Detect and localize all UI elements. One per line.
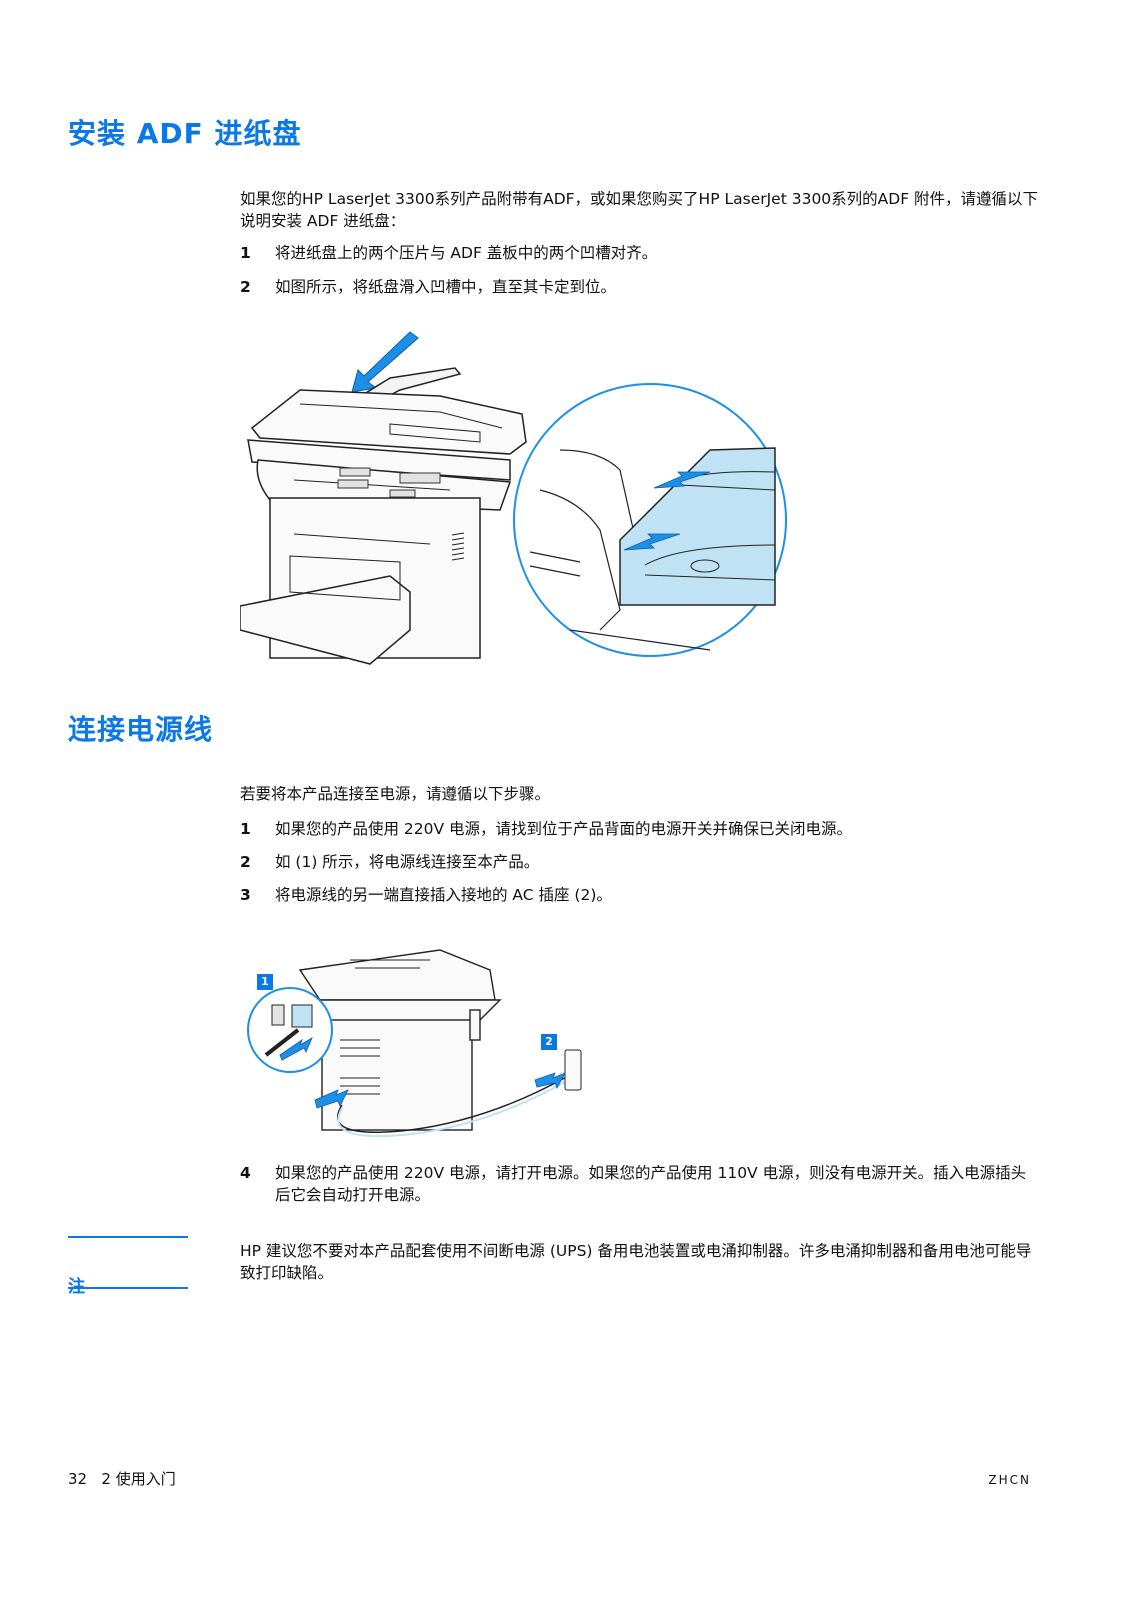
power-socket bbox=[291, 1004, 313, 1028]
step-number: 2 bbox=[240, 853, 251, 871]
step-number: 2 bbox=[240, 278, 251, 296]
adf-install-figure bbox=[240, 331, 787, 665]
section2-intro: 若要将本产品连接至电源，请遵循以下步骤。 bbox=[240, 785, 551, 803]
step-text: 将电源线的另一端直接插入接地的 AC 插座 (2)。 bbox=[275, 886, 612, 904]
step-text: 将进纸盘上的两个压片与 ADF 盖板中的两个凹槽对齐。 bbox=[275, 244, 658, 262]
outlet-arrow-icon bbox=[534, 1072, 566, 1089]
note-bottom-rule bbox=[68, 1287, 188, 1289]
callout-2: 2 bbox=[541, 1034, 557, 1050]
tab-arrow-icon bbox=[623, 533, 681, 551]
note-label: 注 bbox=[68, 1277, 85, 1297]
tab-arrow-icon bbox=[653, 471, 711, 489]
section2-step-4: 4 如果您的产品使用 220V 电源，请打开电源。如果您的产品使用 110V 电… bbox=[240, 1162, 1040, 1206]
step-number: 1 bbox=[240, 820, 251, 838]
printer-body bbox=[240, 389, 527, 665]
power-connect-figure bbox=[247, 949, 582, 1138]
step-number: 4 bbox=[240, 1164, 251, 1182]
side-vent bbox=[451, 532, 465, 561]
power-cord bbox=[336, 1074, 571, 1133]
plug-arrow-icon bbox=[279, 1037, 313, 1061]
section2-step-2: 2 如 (1) 所示，将电源线连接至本产品。 bbox=[240, 851, 1040, 873]
footer-left: 32 2 使用入门 bbox=[68, 1470, 176, 1488]
power-switch bbox=[271, 1004, 285, 1026]
adf-tray-detail bbox=[619, 447, 776, 606]
step-number: 3 bbox=[240, 886, 251, 904]
step-text: 如果您的产品使用 220V 电源，请找到位于产品背面的电源开关并确保已关闭电源。 bbox=[275, 820, 853, 838]
section1-intro: 如果您的HP LaserJet 3300系列产品附带有ADF，或如果您购买了HP… bbox=[240, 190, 1039, 230]
section2-step-1: 1 如果您的产品使用 220V 电源，请找到位于产品背面的电源开关并确保已关闭电… bbox=[240, 818, 1040, 840]
insert-arrow-icon bbox=[351, 331, 419, 393]
note-text: HP 建议您不要对本产品配套使用不间断电源 (UPS) 备用电池装置或电涌抑制器… bbox=[240, 1242, 1032, 1282]
section2-step-3: 3 将电源线的另一端直接插入接地的 AC 插座 (2)。 bbox=[240, 884, 1040, 906]
cord-arrow-icon bbox=[314, 1089, 349, 1109]
section-title-adf: 安装 ADF 进纸盘 bbox=[68, 117, 302, 150]
note-top-rule bbox=[68, 1236, 188, 1238]
step-number: 1 bbox=[240, 244, 251, 262]
step-text: 如果您的产品使用 220V 电源，请打开电源。如果您的产品使用 110V 电源，… bbox=[275, 1164, 1027, 1204]
section1-step-2: 2 如图所示，将纸盘滑入凹槽中，直至其卡定到位。 bbox=[240, 276, 1040, 298]
power-switch-inset bbox=[247, 987, 333, 1073]
control-panel bbox=[337, 467, 441, 498]
callout-1: 1 bbox=[257, 974, 273, 990]
section1-step-1: 1 将进纸盘上的两个压片与 ADF 盖板中的两个凹槽对齐。 bbox=[240, 242, 1040, 264]
section-title-power: 连接电源线 bbox=[68, 713, 214, 746]
footer-right: ZHCN bbox=[988, 1473, 1031, 1487]
ac-outlet bbox=[564, 1049, 582, 1091]
step-text: 如 (1) 所示，将电源线连接至本产品。 bbox=[275, 853, 540, 871]
printer-rear bbox=[298, 949, 502, 1131]
step-text: 如图所示，将纸盘滑入凹槽中，直至其卡定到位。 bbox=[275, 278, 617, 296]
